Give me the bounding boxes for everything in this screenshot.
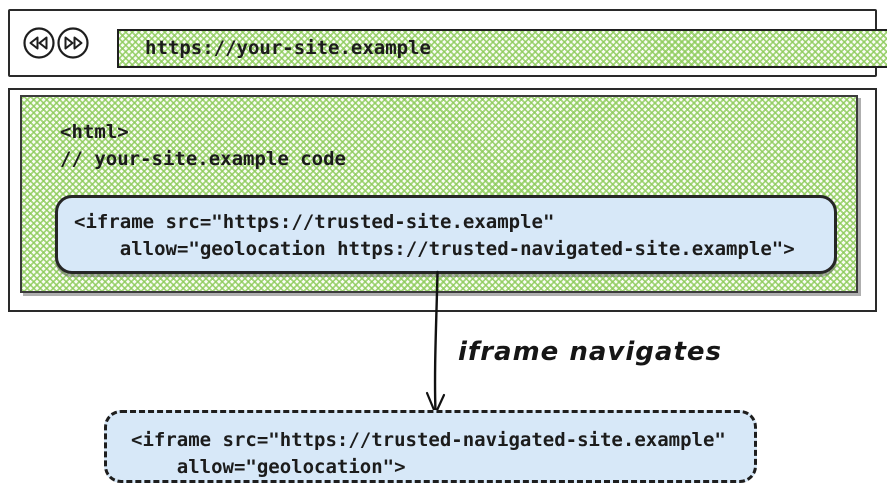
back-button: [22, 26, 56, 60]
navigated-iframe-line-2: allow="geolocation">: [131, 456, 406, 478]
browser-viewport: <html> // your-site.example code <iframe…: [8, 88, 877, 312]
browser-toolbar: https://your-site.example: [8, 9, 887, 77]
navigated-iframe-line-1: <iframe src="https://trusted-navigated-s…: [131, 429, 726, 451]
embedded-iframe-line-2: allow="geolocation https://trusted-navig…: [74, 238, 795, 260]
site-code-line-1: <html>: [60, 121, 129, 143]
url-bar: https://your-site.example: [117, 29, 887, 68]
your-site-content-area: <html> // your-site.example code <iframe…: [20, 95, 858, 293]
embedded-iframe-box: <iframe src="https://trusted-site.exampl…: [55, 195, 837, 274]
rewind-icon: [23, 27, 55, 59]
fast-forward-icon: [57, 27, 89, 59]
url-text: https://your-site.example: [145, 37, 431, 59]
navigated-iframe-box: <iframe src="https://trusted-navigated-s…: [104, 410, 757, 483]
embedded-iframe-line-1: <iframe src="https://trusted-site.exampl…: [74, 211, 555, 233]
site-code-block: <html> // your-site.example code: [60, 119, 346, 173]
forward-button: [56, 26, 90, 60]
arrow-label: iframe navigates: [458, 337, 722, 367]
site-code-line-2: // your-site.example code: [60, 148, 346, 170]
